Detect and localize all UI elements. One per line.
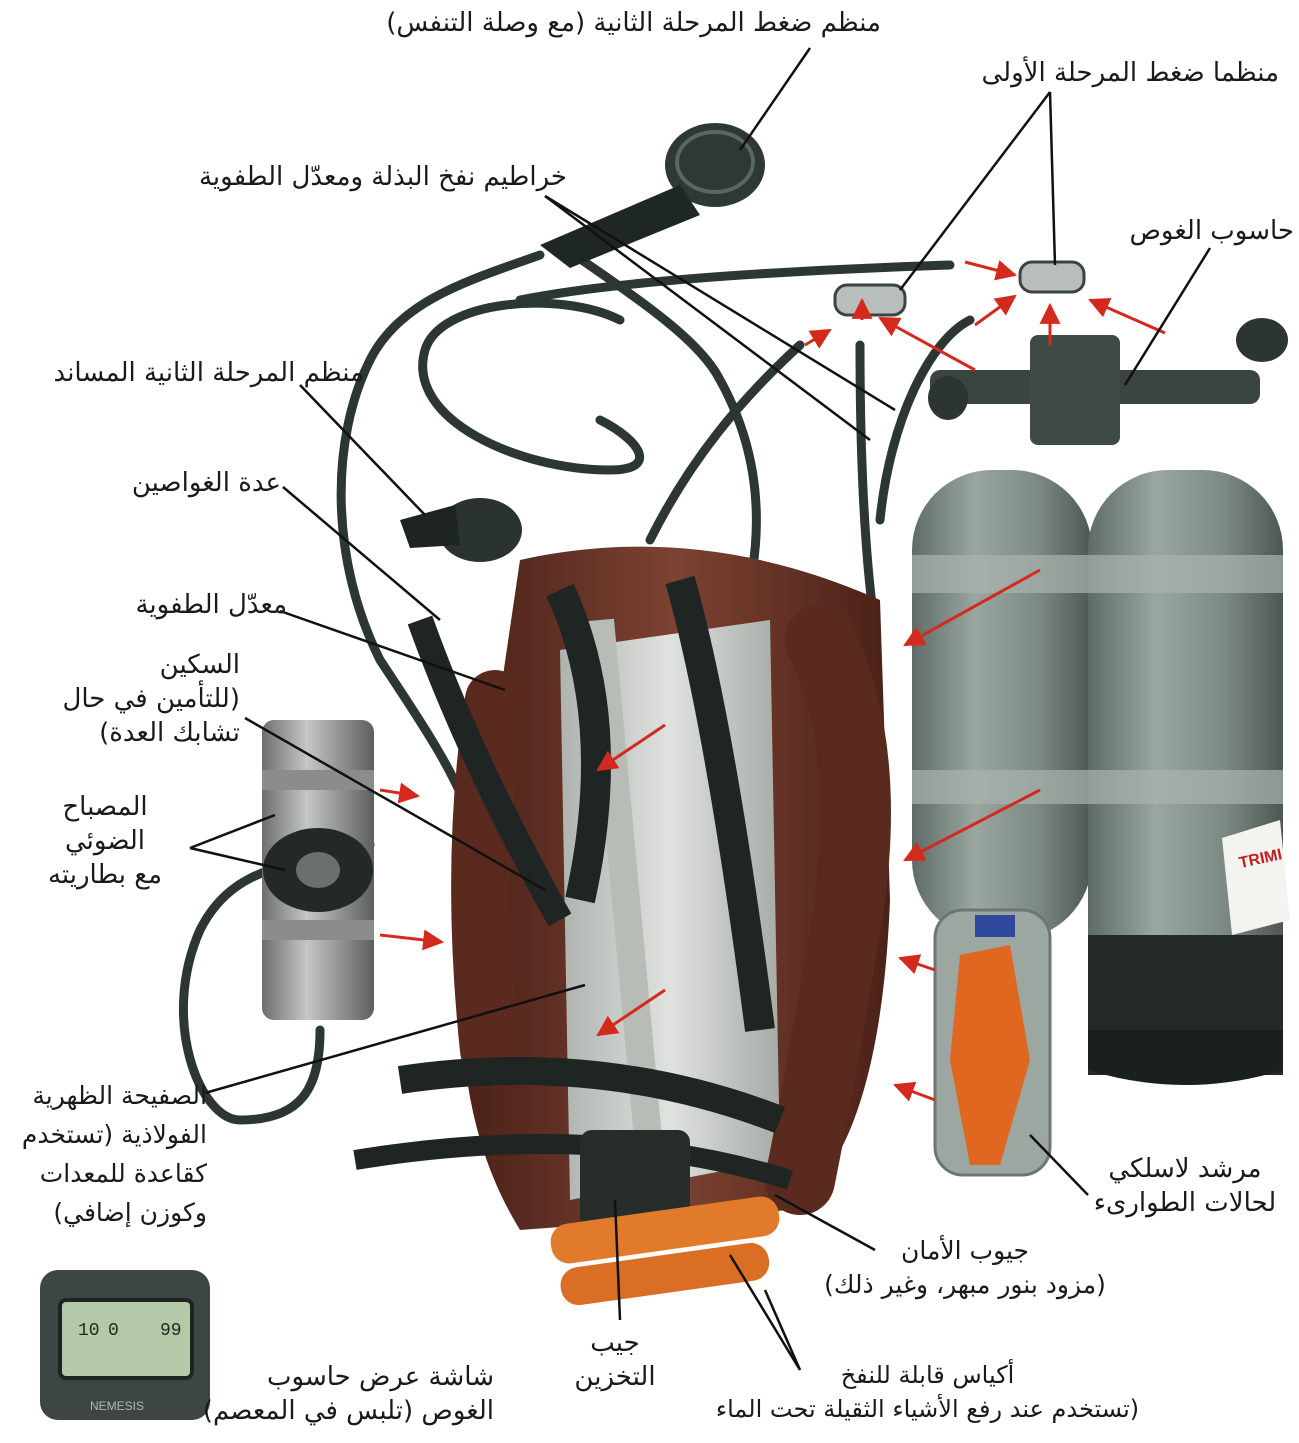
first-stage-regulators xyxy=(833,260,1086,317)
label-lift-bags: أكياس قابلة للنفخ (تستخدم عند رفع الأشيا… xyxy=(690,1358,1165,1426)
hoses xyxy=(178,240,975,1125)
label-dive-computer: حاسوب الغوص xyxy=(1129,216,1294,246)
label-safety-pockets-line2: (مزود بنور مبهر، وغير ذلك) xyxy=(824,1270,1106,1299)
label-octopus: منظم المرحلة الثانية المساند xyxy=(53,358,364,388)
label-second-stage: منظم ضغط المرحلة الثانية (مع وصلة التنفس… xyxy=(386,8,881,38)
wrist-computer: 10 0 99 NEMESIS xyxy=(40,1270,210,1420)
display-air: 99 xyxy=(160,1321,182,1341)
label-computer-display-line1: شاشة عرض حاسوب xyxy=(267,1362,494,1392)
label-storage-pocket: جيب التخزين xyxy=(545,1326,685,1394)
second-stage-regulator xyxy=(540,123,765,268)
label-storage-pocket-line1: جيب xyxy=(590,1328,640,1358)
leader-lines xyxy=(189,47,1212,1371)
label-knife: السكين (للتأمين في حال تشابك العدة) xyxy=(62,648,240,750)
label-beacon-line1: مرشد لاسلكي xyxy=(1108,1154,1262,1184)
storage-and-liftbags xyxy=(550,1130,780,1306)
label-computer-display-line2: الغوص (تلبس في المعصم) xyxy=(202,1396,494,1426)
label-safety-pockets-line1: جيوب الأمان xyxy=(901,1236,1029,1265)
label-torch-line1: المصباح xyxy=(62,792,148,822)
label-knife-line2: (للتأمين في حال xyxy=(62,684,240,714)
label-computer-display: شاشة عرض حاسوب الغوص (تلبس في المعصم) xyxy=(203,1360,494,1428)
label-beacon: مرشد لاسلكي لحالات الطوارىء xyxy=(1085,1152,1285,1220)
label-storage-pocket-line2: التخزين xyxy=(574,1362,656,1392)
label-knife-line1: السكين xyxy=(159,650,240,680)
display-depth: 10 xyxy=(78,1321,100,1341)
label-backplate-line1: الصفيحة الظهرية xyxy=(32,1081,207,1110)
label-knife-line3: تشابك العدة) xyxy=(99,718,240,748)
label-harness: عدة الغواصين xyxy=(131,468,281,498)
label-safety-pockets: جيوب الأمان (مزود بنور مبهر، وغير ذلك) xyxy=(800,1234,1130,1302)
label-backplate-line3: كقاعدة للمعدات xyxy=(39,1159,207,1188)
label-lift-bags-line2: (تستخدم عند رفع الأشياء الثقيلة تحت الما… xyxy=(715,1395,1140,1423)
twin-tanks: TRIMI xyxy=(912,318,1290,1085)
red-arrows xyxy=(379,260,1166,1102)
label-torch-line2: الضوئي xyxy=(64,826,146,856)
octopus-regulator xyxy=(400,498,522,562)
dive-torch xyxy=(262,720,374,1020)
label-torch: المصباح الضوئي مع بطاريته xyxy=(30,790,180,892)
display-time: 0 xyxy=(108,1321,119,1341)
label-lift-bags-line1: أكياس قابلة للنفخ xyxy=(840,1361,1015,1389)
label-bcd: معدّل الطفوية xyxy=(135,590,287,620)
label-hoses: خراطيم نفخ البذلة ومعدّل الطفوية xyxy=(198,162,567,192)
label-beacon-line2: لحالات الطوارىء xyxy=(1093,1188,1277,1218)
label-backplate: الصفيحة الظهرية الفولاذية (تستخدم كقاعدة… xyxy=(22,1076,207,1232)
label-torch-line3: مع بطاريته xyxy=(47,860,163,890)
label-first-stage: منظما ضغط المرحلة الأولى xyxy=(981,58,1280,88)
emergency-beacon xyxy=(933,908,1052,1177)
buoyancy-compensator xyxy=(353,546,891,1230)
label-backplate-line4: وكوزن إضافي) xyxy=(53,1198,207,1227)
label-backplate-line2: الفولاذية (تستخدم xyxy=(21,1120,207,1149)
computer-brand: NEMESIS xyxy=(90,1399,144,1413)
